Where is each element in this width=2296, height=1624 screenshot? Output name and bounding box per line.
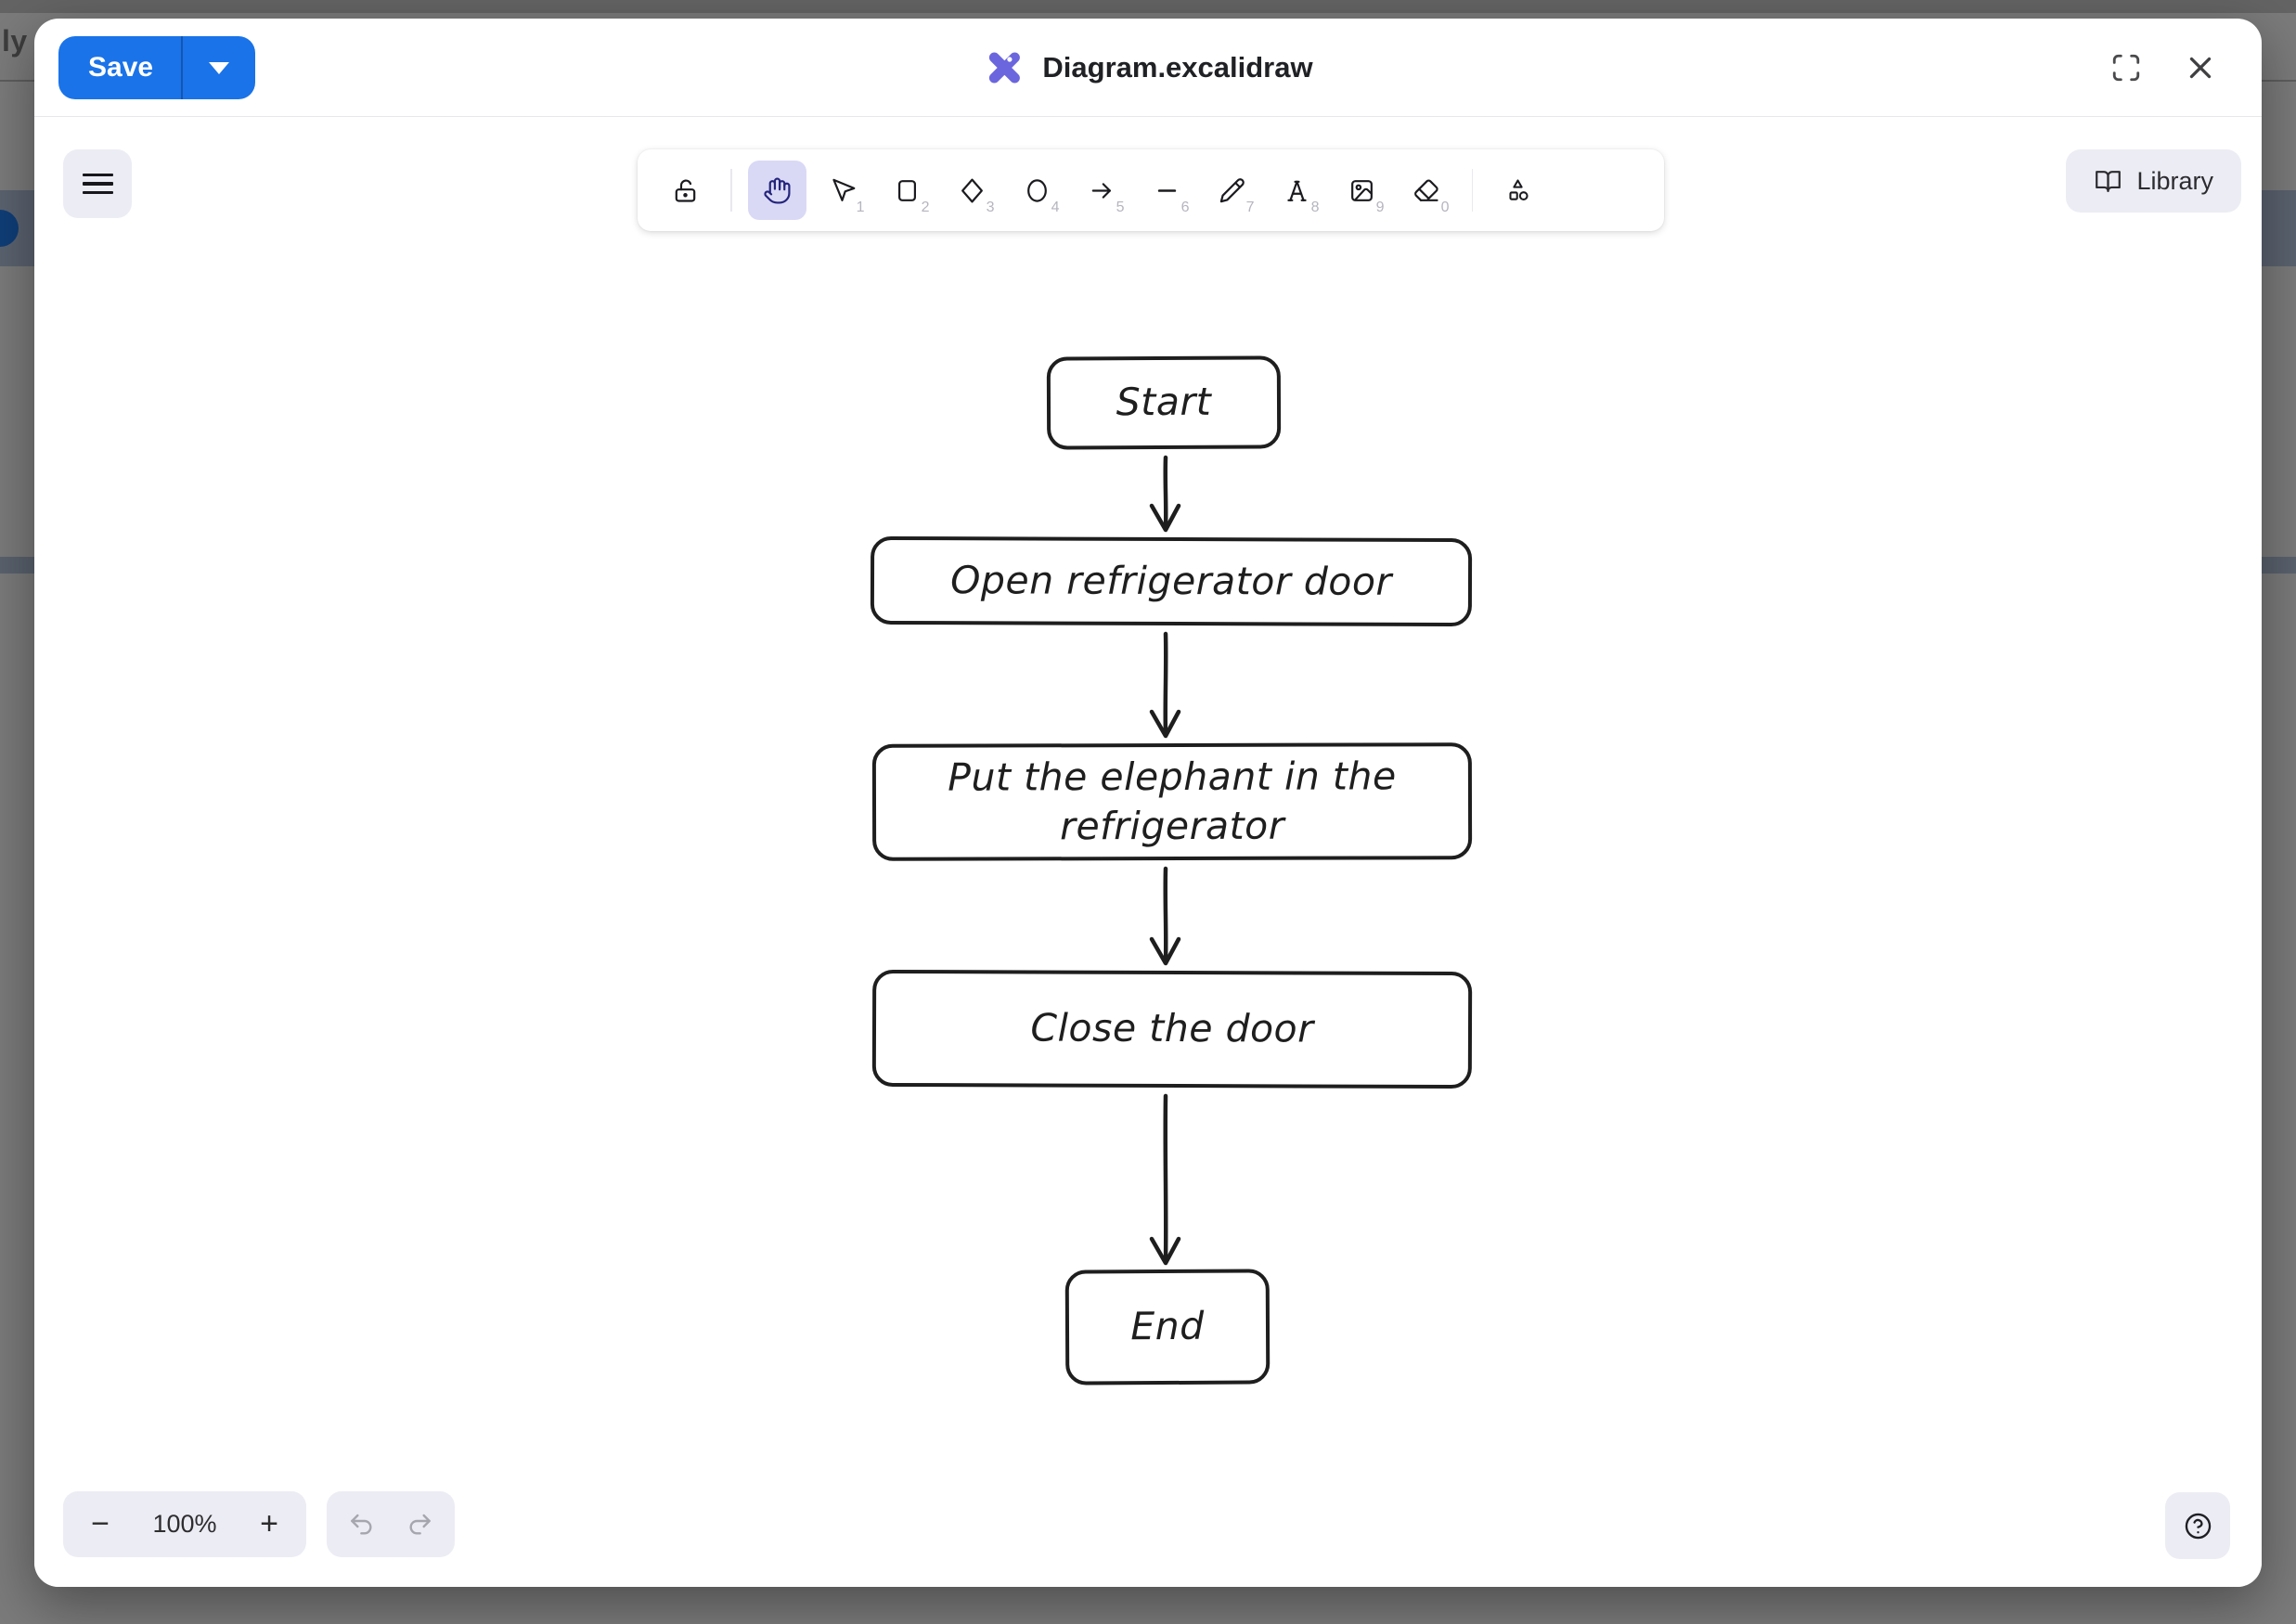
node-label: Close the door: [1030, 1005, 1314, 1051]
header-actions: [2106, 19, 2221, 117]
save-button-label: Save: [88, 52, 154, 83]
tool-shortcut: 7: [1245, 200, 1255, 215]
selection-cursor-icon: [832, 178, 855, 201]
flowchart-arrow-close-end[interactable]: [1140, 1092, 1192, 1269]
zoom-level[interactable]: 100%: [152, 1510, 217, 1538]
ellipse-icon: [1026, 178, 1047, 202]
tool-line[interactable]: 6: [1138, 161, 1196, 220]
flowchart-node-close[interactable]: Close the door: [871, 969, 1473, 1089]
tool-more-shapes[interactable]: [1489, 161, 1547, 220]
modal-title-group: Diagram.excalidraw: [983, 19, 1313, 117]
hamburger-icon: [82, 173, 113, 195]
tool-shortcut: 0: [1440, 200, 1450, 215]
flowchart-node-open[interactable]: Open refrigerator door: [870, 535, 1473, 627]
tool-shortcut: 9: [1375, 200, 1385, 215]
node-label: Open refrigerator door: [950, 558, 1392, 604]
library-button[interactable]: Library: [2066, 149, 2241, 213]
save-split-button[interactable]: Save: [58, 36, 256, 99]
tool-image[interactable]: 9: [1333, 161, 1391, 220]
tool-arrow[interactable]: 5: [1073, 161, 1131, 220]
node-label: Put the elephant in the refrigerator: [948, 754, 1397, 849]
pencil-icon: [1219, 177, 1245, 202]
modal-header: Save Diagram.excalidraw: [34, 19, 2262, 117]
excalidraw-logo-icon: [988, 52, 1020, 84]
tool-eraser[interactable]: 0: [1398, 161, 1456, 220]
history-widget: [327, 1491, 455, 1557]
excalidraw-modal: Save Diagram.excalidraw: [34, 19, 2262, 1587]
toolbar-divider: [1471, 169, 1473, 212]
undo-icon: [351, 1514, 372, 1535]
flowchart-node-put[interactable]: Put the elephant in the refrigerator: [871, 742, 1473, 861]
tool-toolbar: 1 2 3 4: [638, 149, 1664, 231]
tool-shortcut: 8: [1310, 200, 1320, 215]
redo-icon: [409, 1514, 431, 1535]
flowchart-arrow-start-open[interactable]: [1140, 454, 1192, 535]
tool-rectangle[interactable]: 2: [878, 161, 936, 220]
background-avatar-circle: [0, 210, 19, 247]
tool-shortcut: 1: [856, 200, 865, 215]
tool-hand[interactable]: [747, 161, 806, 220]
modal-title: Diagram.excalidraw: [1042, 51, 1313, 84]
tool-shortcut: 4: [1051, 200, 1060, 215]
tool-lock[interactable]: [656, 161, 715, 220]
text-icon: [1286, 180, 1307, 201]
image-icon: [1350, 179, 1373, 201]
diamond-icon: [961, 178, 983, 202]
tool-ellipse[interactable]: 4: [1008, 161, 1066, 220]
library-button-label: Library: [2136, 166, 2213, 195]
line-icon: [1157, 188, 1176, 192]
unlock-icon: [675, 179, 696, 202]
background-top-band: [0, 0, 2296, 13]
tool-shortcut: 5: [1116, 200, 1125, 215]
tool-text[interactable]: 8: [1268, 161, 1326, 220]
tool-shortcut: 2: [921, 200, 930, 215]
zoom-out-button[interactable]: −: [80, 1497, 121, 1553]
zoom-widget: − 100% +: [63, 1491, 306, 1557]
close-button[interactable]: [2180, 47, 2221, 88]
more-shapes-icon: [1509, 178, 1529, 200]
help-button[interactable]: [2165, 1492, 2230, 1559]
node-label: End: [1130, 1304, 1205, 1349]
fullscreen-icon: [2112, 54, 2140, 82]
arrow-icon: [1091, 182, 1111, 199]
close-icon: [2189, 57, 2212, 79]
flowchart-node-end[interactable]: End: [1064, 1269, 1271, 1386]
main-menu-button[interactable]: [63, 149, 132, 218]
tool-selection[interactable]: 1: [813, 161, 871, 220]
save-button-divider: [181, 36, 184, 99]
flowchart-arrow-open-put[interactable]: [1140, 630, 1192, 741]
hand-icon: [763, 177, 791, 204]
fullscreen-button[interactable]: [2106, 47, 2147, 88]
flowchart-arrow-put-close[interactable]: [1140, 865, 1192, 969]
help-icon: [2185, 1513, 2211, 1539]
drawing-canvas[interactable]: 1 2 3 4: [34, 118, 2262, 1587]
zoom-in-button[interactable]: +: [249, 1497, 290, 1553]
tool-draw[interactable]: 7: [1203, 161, 1261, 220]
node-label: Start: [1116, 380, 1212, 425]
tool-diamond[interactable]: 3: [943, 161, 1001, 220]
toolbar-divider: [730, 169, 732, 212]
save-dropdown-button[interactable]: [183, 36, 255, 99]
rectangle-icon: [897, 179, 916, 201]
save-button[interactable]: Save: [58, 36, 181, 99]
chevron-down-icon: [209, 61, 230, 74]
undo-button[interactable]: [340, 1497, 384, 1553]
tool-shortcut: 6: [1180, 200, 1190, 215]
flowchart-node-start[interactable]: Start: [1046, 355, 1282, 450]
tool-shortcut: 3: [986, 200, 995, 215]
redo-button[interactable]: [397, 1497, 442, 1553]
library-book-icon: [2096, 170, 2122, 192]
eraser-icon: [1413, 179, 1438, 201]
